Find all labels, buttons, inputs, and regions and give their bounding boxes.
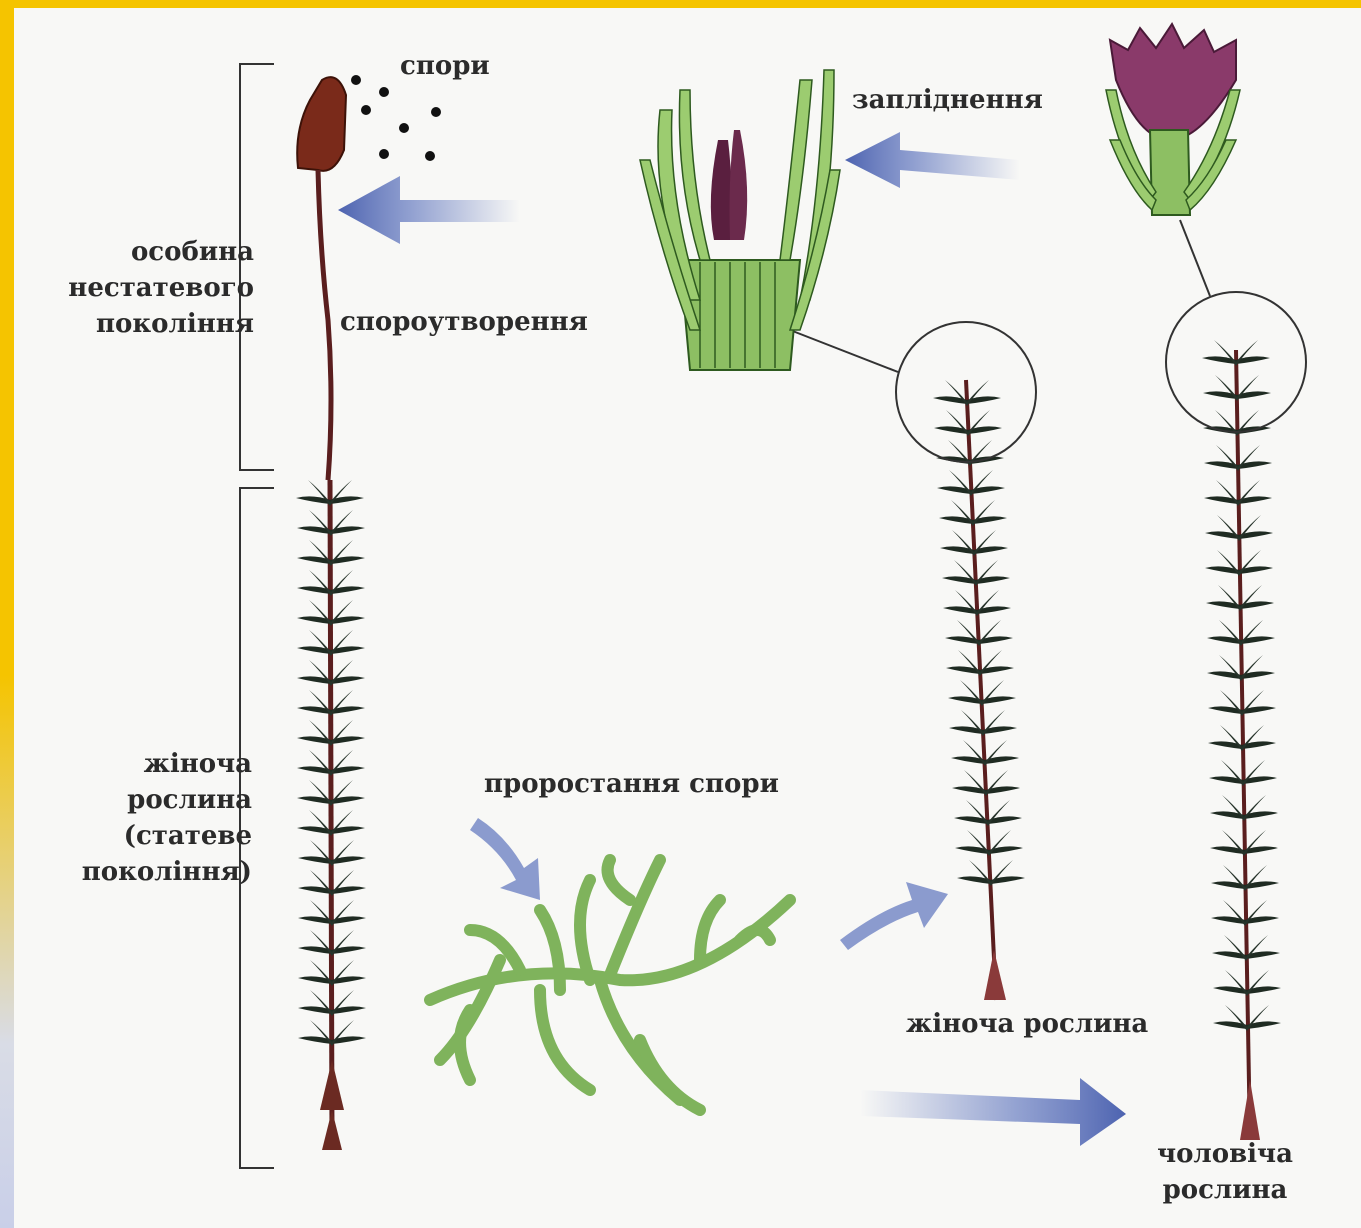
left-gametophyte	[296, 480, 366, 1150]
arrow-fertilization	[845, 132, 1020, 188]
label-male-line1: чоловіча	[1140, 1136, 1310, 1172]
magnified-male-organ	[1106, 24, 1240, 215]
label-male-line2: рослина	[1140, 1172, 1310, 1208]
label-fertilization: запліднення	[852, 82, 1043, 118]
label-spore-germination: проростання спори	[484, 766, 779, 802]
connector-male	[1180, 220, 1210, 296]
label-female-left-line3: (статеве	[40, 818, 252, 854]
arrow-to-male	[860, 1078, 1126, 1146]
protonema	[430, 860, 790, 1110]
arrow-to-female	[840, 882, 948, 950]
label-female-plant: жіноча рослина	[906, 1006, 1148, 1042]
magnified-female-organ	[640, 70, 840, 370]
label-sporogenesis: спороутворення	[340, 304, 588, 340]
sporophyte-capsule	[297, 77, 346, 480]
spore-dots	[351, 75, 441, 161]
label-female-left-line2: рослина	[40, 782, 252, 818]
label-asexual-line3: покоління	[40, 306, 254, 342]
label-female-left-line1: жіноча	[40, 746, 252, 782]
label-asexual-line2: нестатевого	[40, 270, 254, 306]
label-asexual-line1: особина	[40, 234, 254, 270]
male-gametophyte	[1166, 292, 1306, 1140]
connector-female	[790, 330, 898, 372]
label-spores: спори	[400, 48, 490, 84]
label-female-left-line4: покоління)	[40, 854, 252, 890]
arrow-sporogenesis	[338, 176, 520, 244]
arrow-germination	[470, 818, 540, 900]
